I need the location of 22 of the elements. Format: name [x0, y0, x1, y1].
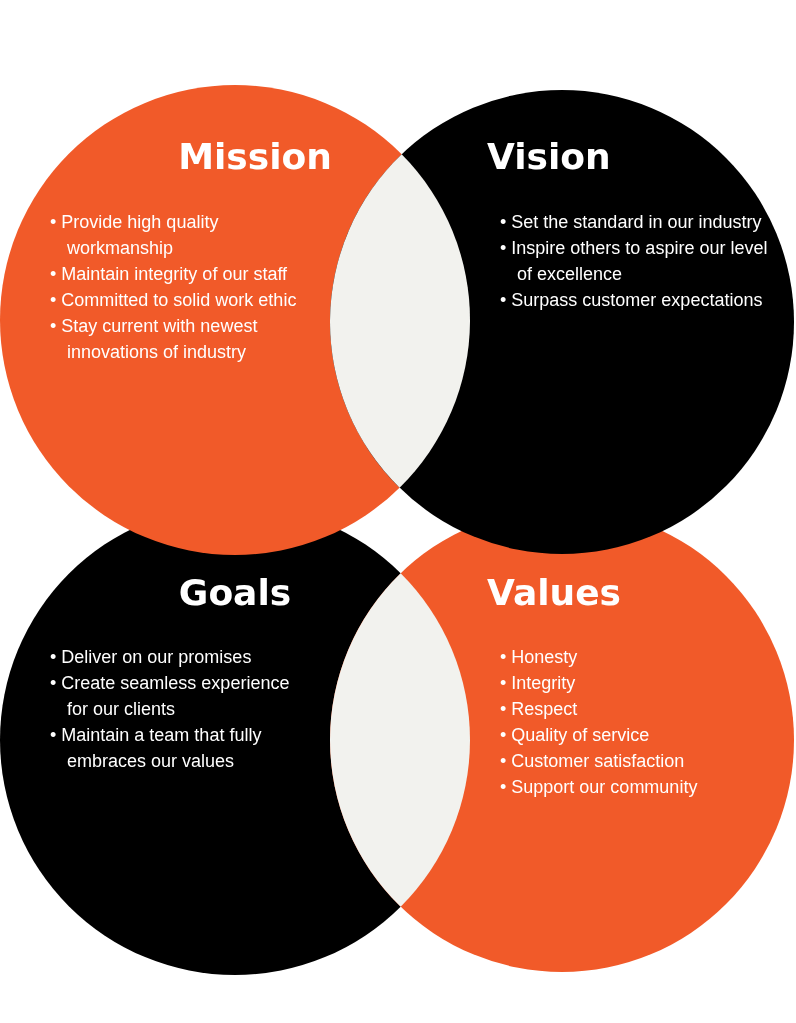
bullet-item: • Provide high quality workmanship: [50, 211, 220, 260]
circle-heading: Mission: [178, 137, 332, 177]
overlap-lens: [330, 573, 470, 907]
bullet-item: • Maintain integrity of our staff: [50, 263, 289, 286]
bullet-item: • Set the standard in our industry: [500, 211, 763, 234]
bullet-item: • Stay current with newest innovations of industry: [50, 315, 259, 364]
bullet-item: • Customer satisfaction: [500, 750, 686, 773]
circle-heading: Values: [487, 573, 621, 613]
bullet-item: • Surpass customer expectations: [500, 289, 764, 312]
bullet-item: • Maintain a team that fully embraces our values: [50, 724, 263, 773]
bullet-item: • Support our community: [500, 776, 699, 799]
bullet-item: • Committed to solid work ethic: [50, 289, 298, 312]
circle-heading: Vision: [487, 137, 611, 177]
bullet-item: • Inspire others to aspire our level of excellence: [500, 237, 769, 286]
bullet-item: • Quality of service: [500, 724, 651, 747]
bullet-item: • Create seamless experience for our clients: [50, 672, 291, 721]
bullet-item: • Honesty: [500, 646, 579, 669]
overlap-lens: [330, 154, 470, 488]
bullet-item: • Deliver on our promises: [50, 646, 253, 669]
bullet-item: • Respect: [500, 698, 579, 721]
circle-heading: Goals: [178, 573, 292, 613]
bullet-item: • Integrity: [500, 672, 577, 695]
